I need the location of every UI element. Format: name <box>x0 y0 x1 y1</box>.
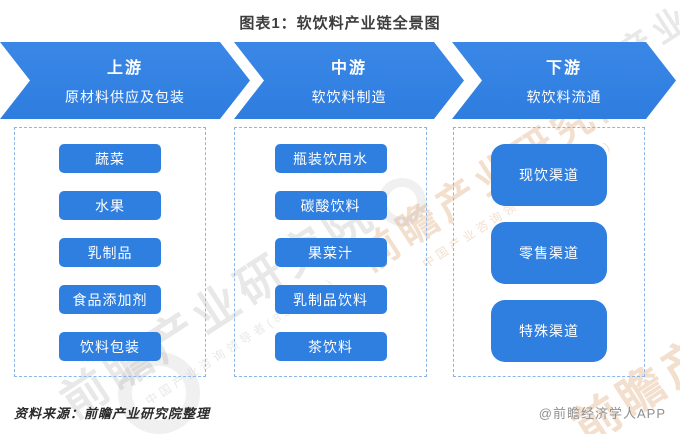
stage-name-upstream: 上游 <box>106 60 143 77</box>
upstream-panel: 蔬菜 水果 乳制品 食品添加剂 饮料包装 <box>14 127 206 377</box>
node-retail-channel: 零售渠道 <box>491 222 607 284</box>
node-carbonated-drinks: 碳酸饮料 <box>274 191 387 220</box>
midstream-panel: 瓶装饮用水 碳酸饮料 果菜汁 乳制品饮料 茶饮料 <box>234 127 427 377</box>
page-title: 图表1：软饮料产业链全景图 <box>239 15 441 32</box>
downstream-panel: 现饮渠道 零售渠道 特殊渠道 <box>453 127 645 377</box>
node-tea-drinks: 茶饮料 <box>274 332 387 361</box>
source-note: 资料来源：前瞻产业研究院整理 <box>14 406 211 421</box>
stage-name-midstream: 中游 <box>330 60 367 77</box>
stage-arrow-midstream: 中游 软饮料制造 <box>234 42 464 119</box>
node-on-premise-channel: 现饮渠道 <box>491 144 607 206</box>
node-bottled-water: 瓶装饮用水 <box>274 144 387 173</box>
node-vegetables: 蔬菜 <box>59 144 161 173</box>
stage-arrow-upstream: 上游 原材料供应及包装 <box>0 42 250 119</box>
stage-desc-midstream: 软饮料制造 <box>311 89 387 105</box>
stage-arrow-downstream: 下游 软饮料流通 <box>452 42 676 119</box>
node-dairy-drinks: 乳制品饮料 <box>274 285 387 314</box>
stage-desc-upstream: 原材料供应及包装 <box>65 89 185 105</box>
node-food-additives: 食品添加剂 <box>59 285 161 314</box>
stage-name-downstream: 下游 <box>545 60 582 77</box>
stage-desc-downstream: 软饮料流通 <box>526 89 602 105</box>
node-fruits: 水果 <box>59 191 161 220</box>
node-fruit-vegetable-juice: 果菜汁 <box>274 238 387 267</box>
node-beverage-packaging: 饮料包装 <box>59 332 161 361</box>
credit-note: @前瞻经济学人APP <box>538 406 666 421</box>
node-special-channel: 特殊渠道 <box>491 300 607 362</box>
node-dairy: 乳制品 <box>59 238 161 267</box>
